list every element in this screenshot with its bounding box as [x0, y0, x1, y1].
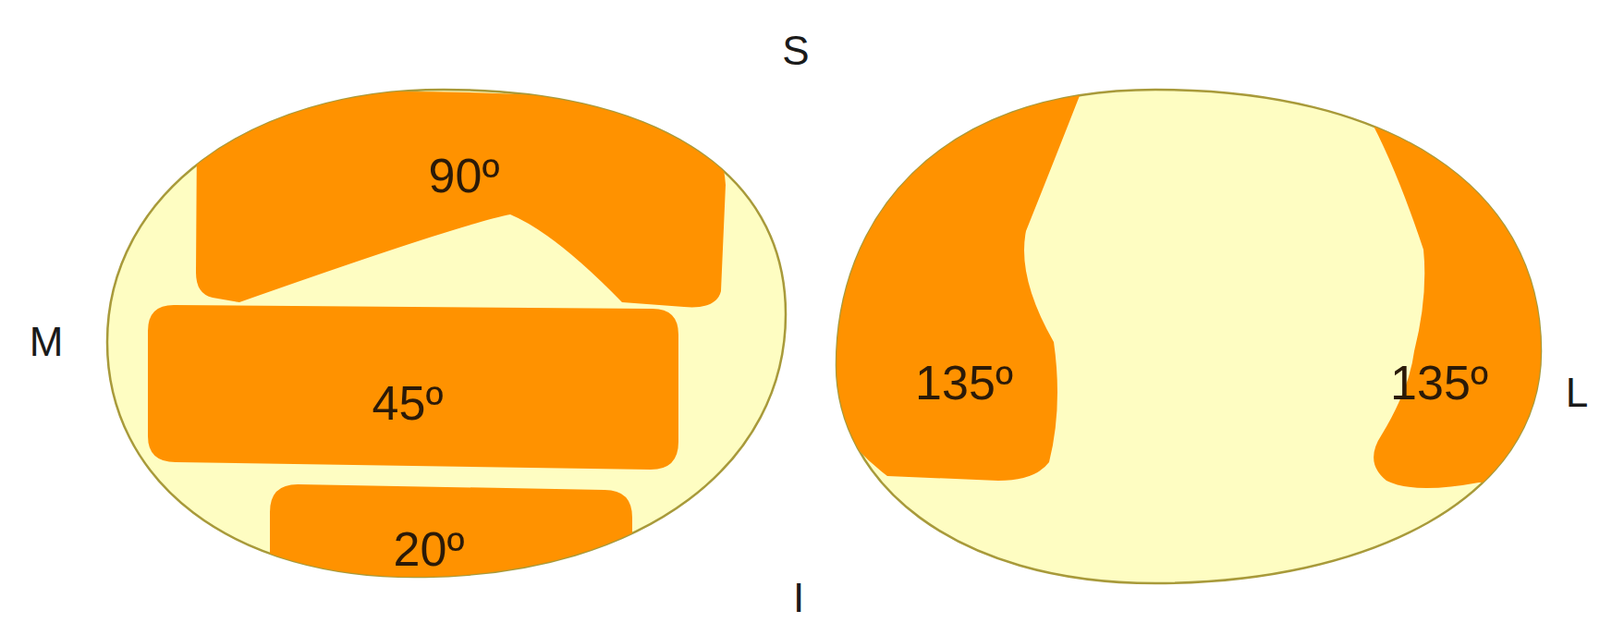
angle-region: 135º [1358, 92, 1581, 500]
region-fill [1367, 97, 1572, 489]
region-fill [195, 91, 726, 307]
angle-value: 45º [372, 378, 444, 428]
angle-value: 90º [428, 151, 501, 200]
inferior-label: I [793, 577, 805, 619]
medial-label: M [29, 321, 64, 363]
region-shape [1358, 92, 1581, 500]
angle-value: 135º [1390, 358, 1489, 407]
region-fill [269, 484, 633, 587]
region-fill [813, 55, 1096, 481]
angle-region: 45º [138, 295, 694, 481]
superior-label: S [781, 30, 809, 72]
angle-region: 90º [184, 81, 740, 322]
angle-value: 135º [915, 358, 1014, 407]
region-shape [813, 55, 1110, 500]
region-shape [184, 81, 740, 322]
angle-region: 135º [813, 55, 1110, 500]
angle-value: 20º [393, 525, 465, 574]
angle-region: 20º [258, 476, 648, 597]
lateral-label: L [1565, 372, 1588, 414]
region-fill [147, 305, 679, 470]
